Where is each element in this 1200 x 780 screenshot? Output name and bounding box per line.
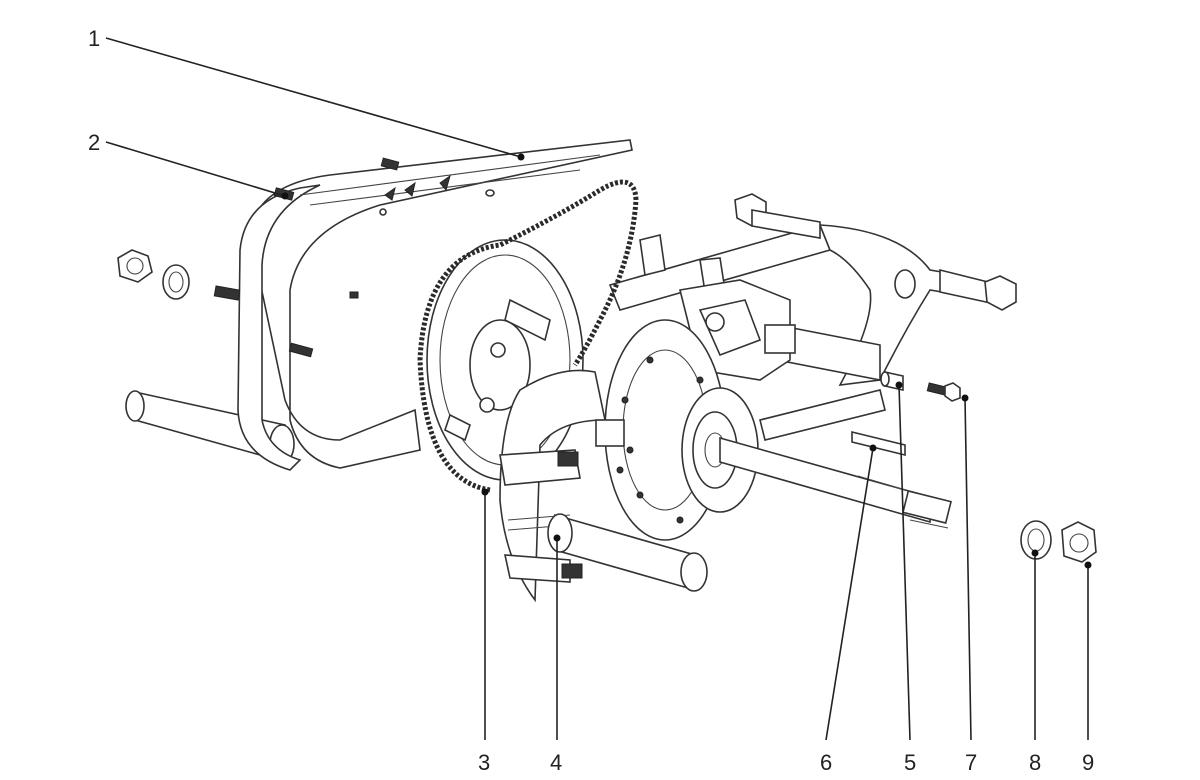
callout-7-number: 7 [965, 750, 977, 775]
brake-shield [499, 369, 625, 603]
nut [1061, 521, 1097, 563]
callout-8-number: 8 [1029, 750, 1041, 775]
callout-9: 9 [1082, 561, 1094, 775]
callout-2-number: 2 [88, 130, 100, 155]
callout-7: 7 [961, 394, 977, 775]
callout-4: 4 [550, 534, 562, 775]
housing-studs [213, 285, 359, 358]
callout-8: 8 [1029, 549, 1041, 775]
chain-guard-housing [237, 139, 633, 471]
callout-5: 5 [895, 381, 916, 775]
key [851, 430, 906, 457]
callout-6-number: 6 [820, 750, 832, 775]
callout-2: 2 [88, 130, 289, 200]
left-nut-washer [117, 249, 190, 300]
small-bolt [926, 382, 961, 402]
callout-9-number: 9 [1082, 750, 1094, 775]
callout-6: 6 [820, 444, 877, 775]
callouts: 1 2 3 4 6 5 7 [88, 26, 1094, 775]
assembly-drawing [117, 139, 1097, 603]
callout-1: 1 [88, 26, 525, 161]
callout-5-number: 5 [904, 750, 916, 775]
callout-3: 3 [478, 488, 490, 775]
washer [1020, 520, 1052, 560]
callout-4-number: 4 [550, 750, 562, 775]
front-tube [547, 513, 708, 592]
callout-1-number: 1 [88, 26, 100, 51]
drive-chain [417, 179, 639, 493]
callout-3-number: 3 [478, 750, 490, 775]
axle [719, 436, 952, 529]
